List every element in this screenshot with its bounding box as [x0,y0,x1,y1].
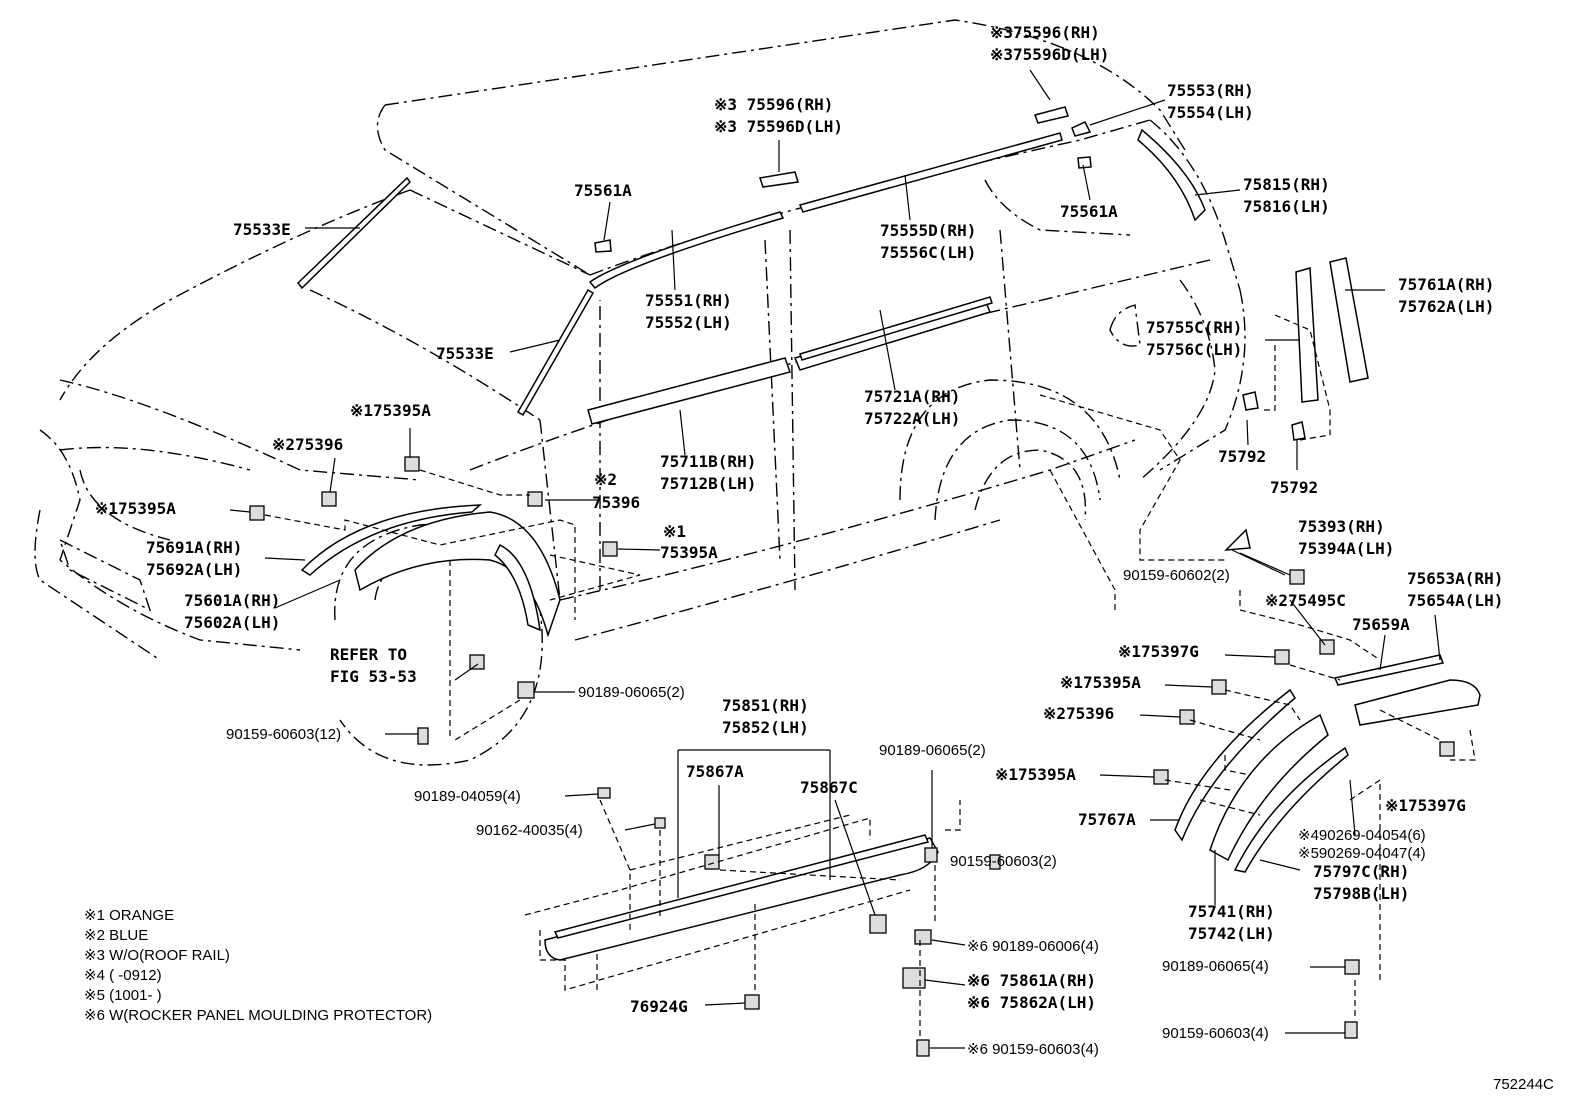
label-75792-b: 75792 [1270,478,1318,497]
label-90189-06065-wheel: 90189-06065(2) [578,684,685,701]
label-75756c: 75756C(LH) [1146,340,1242,359]
roof-rail-parts [296,106,1206,417]
label-75596-rh-top: ※375596(RH) [990,23,1100,42]
label-75691a: 75691A(RH) [146,538,242,557]
label-6-90189-06006: ※6 90189-06006(4) [967,938,1099,955]
label-175395a-left: ※175395A [95,499,176,518]
rear-fender-flare [1174,688,1349,873]
dashed-reference-lines [264,314,1476,1040]
label-75762a: 75762A(LH) [1398,297,1494,316]
label-275396-left: ※275396 [272,435,343,454]
label-75741: 75741(RH) [1188,902,1275,921]
vehicle-outline [34,19,1246,766]
label-75602a: 75602A(LH) [184,613,280,632]
label-75851: 75851(RH) [722,696,809,715]
rear-pillar-garnishes [1242,257,1369,441]
label-75555d: 75555D(RH) [880,221,976,240]
label-6-75862a: ※6 75862A(LH) [967,993,1096,1012]
label-90159-60603-12: 90159-60603(12) [226,726,341,743]
front-fender-flare [300,504,561,638]
label-75867c: 75867C [800,778,858,797]
label-75393: 75393(RH) [1298,517,1385,536]
label-75553: 75553(RH) [1167,81,1254,100]
note-6: ※6 W(ROCKER PANEL MOULDING PROTECTOR) [84,1007,432,1024]
label-75798b: 75798B(LH) [1313,884,1409,903]
label-75659a: 75659A [1352,615,1410,634]
label-75601a: 75601A(RH) [184,591,280,610]
label-75561a-left: 75561A [574,181,632,200]
label-fig-53-53: FIG 53-53 [330,667,417,686]
diagram-code: 752244C [1493,1076,1554,1093]
rear-bumper-moulding [1333,654,1481,726]
leader-lines [229,69,1441,1049]
label-175395a-r2: ※175395A [995,765,1076,784]
label-75721a: 75721A(RH) [864,387,960,406]
label-75761a: 75761A(RH) [1398,275,1494,294]
label-75755c: 75755C(RH) [1146,318,1242,337]
label-275495c: ※275495C [1265,591,1346,610]
label-90269-04054: ※490269-04054(6) [1298,827,1426,844]
label-90189-04059: 90189-04059(4) [414,788,521,805]
label-6-90159-60603: ※6 90159-60603(4) [967,1041,1099,1058]
note-3: ※3 W/O(ROOF RAIL) [84,947,230,964]
label-275396-right: ※275396 [1043,704,1114,723]
label-6-75861a: ※6 75861A(RH) [967,971,1096,990]
label-1-mark: ※1 [663,522,686,541]
label-75395a-mid: 75395A [660,543,718,562]
label-75742: 75742(LH) [1188,924,1275,943]
label-90189-06065-mid: 90189-06065(2) [879,742,986,759]
note-2: ※2 BLUE [84,927,148,944]
label-75596d-lh-top: ※375596D(LH) [990,45,1109,64]
label-75722a: 75722A(LH) [864,409,960,428]
note-4: ※4 ( -0912) [84,967,162,984]
label-90269-04047: ※590269-04047(4) [1298,845,1426,862]
note-1: ※1 ORANGE [84,907,174,924]
label-90189-06065-4: 90189-06065(4) [1162,958,1269,975]
label-75556c: 75556C(LH) [880,243,976,262]
label-refer-to: REFER TO [330,645,407,664]
label-90162-40035: 90162-40035(4) [476,822,583,839]
notes-legend: ※1 ORANGE ※2 BLUE ※3 W/O(ROOF RAIL) ※4 (… [84,907,432,1024]
label-75712b: 75712B(LH) [660,474,756,493]
label-2-mark: ※2 [594,470,617,489]
label-175397g-top: ※175397G [1118,642,1199,661]
label-75711b: 75711B(RH) [660,452,756,471]
label-75692a: 75692A(LH) [146,560,242,579]
label-75394a: 75394A(LH) [1298,539,1394,558]
note-5: ※5 (1001- ) [84,987,162,1004]
label-75533e-mid: 75533E [436,344,494,363]
label-75396-mid: 75396 [592,493,640,512]
label-90159-60603-2: 90159-60603(2) [950,853,1057,870]
label-75533e-top: 75533E [233,220,291,239]
label-76924g: 76924G [630,997,688,1016]
label-75852: 75852(LH) [722,718,809,737]
label-175395a-hood: ※175395A [350,401,431,420]
label-75552: 75552(LH) [645,313,732,332]
label-75815: 75815(RH) [1243,175,1330,194]
label-90159-60603-4: 90159-60603(4) [1162,1025,1269,1042]
label-75816: 75816(LH) [1243,197,1330,216]
label-75596-rh-mid: ※3 75596(RH) [714,95,833,114]
door-mouldings [587,296,993,425]
label-175395a-r1: ※175395A [1060,673,1141,692]
rocker-panel-moulding [544,834,939,961]
label-175397g-bot: ※175397G [1385,796,1466,815]
label-75792-a: 75792 [1218,447,1266,466]
label-75554: 75554(LH) [1167,103,1254,122]
label-90159-60602: 90159-60602(2) [1123,567,1230,584]
label-75596d-lh-mid: ※3 75596D(LH) [714,117,843,136]
label-75551: 75551(RH) [645,291,732,310]
label-75653a: 75653A(RH) [1407,569,1503,588]
label-75767a: 75767A [1078,810,1136,829]
label-75797c: 75797C(RH) [1313,862,1409,881]
label-75654a: 75654A(LH) [1407,591,1503,610]
label-75561a-right: 75561A [1060,202,1118,221]
part-labels: ※375596(RH) ※375596D(LH) 75553(RH) 75554… [95,23,1503,1058]
label-75867a: 75867A [686,762,744,781]
